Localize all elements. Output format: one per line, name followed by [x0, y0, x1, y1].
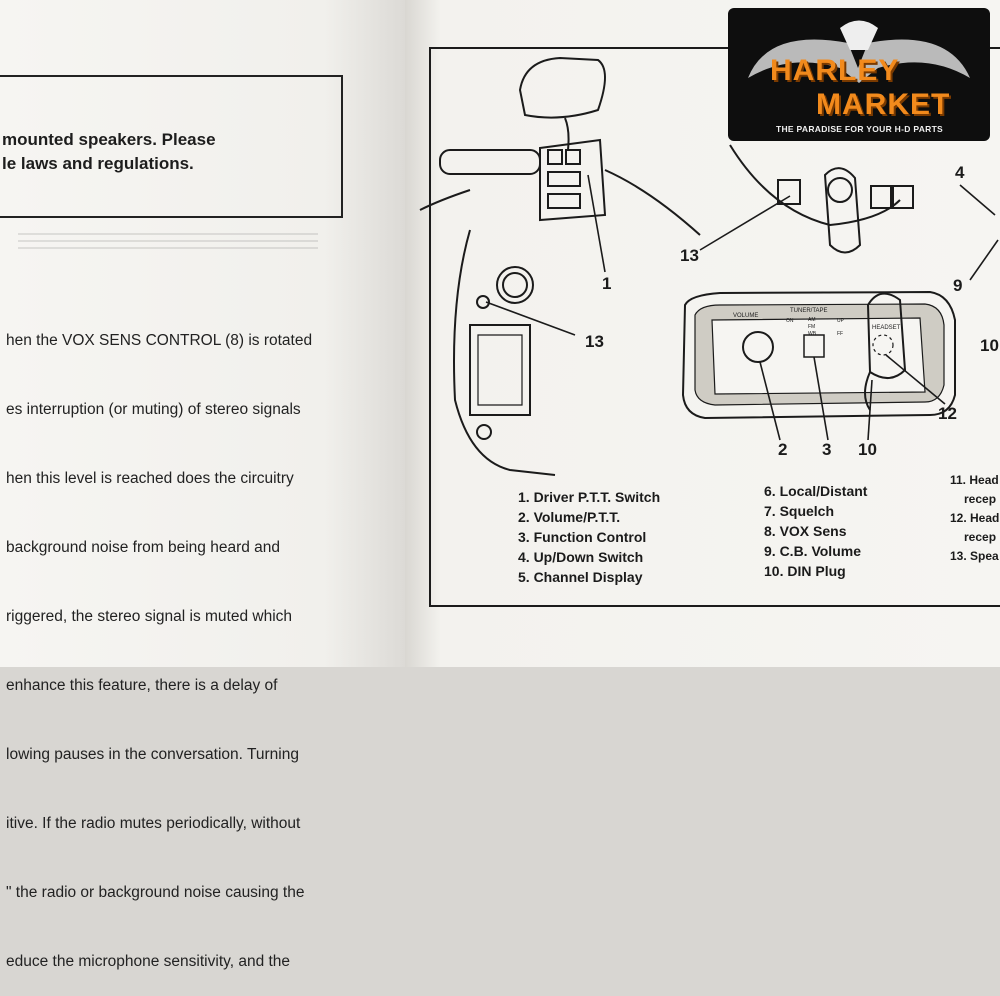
leader-lines — [485, 174, 999, 441]
body-line: itive. If the radio mutes periodically, … — [6, 815, 301, 832]
body-line: background noise from being heard and — [6, 539, 281, 556]
left-manual-page — [0, 0, 405, 667]
body-line: es interruption (or muting) of stereo si… — [6, 401, 301, 418]
legend-item: 10. DIN Plug — [764, 563, 846, 579]
panel-label-up: UP — [837, 318, 844, 324]
fairing-top-illustration — [729, 144, 914, 254]
callout-10-right: 10 — [980, 336, 999, 355]
legend-item: 12. Head — [950, 511, 1000, 525]
legend-item: 1. Driver P.T.T. Switch — [518, 489, 661, 505]
body-line: educe the microphone sensitivity, and th… — [6, 953, 291, 970]
legend-item: 3. Function Control — [518, 529, 647, 545]
callout-13-speaker-top: 13 — [680, 246, 699, 265]
body-line: hen the VOX SENS CONTROL (8) is rotated — [6, 332, 313, 349]
logo-text-harley: HARLEY — [770, 54, 900, 87]
panel-label-am: AM — [808, 317, 816, 323]
legend-item: 5. Channel Display — [518, 569, 643, 585]
panel-label-ff: FF — [837, 331, 844, 337]
warning-text: mounted speakers. Please le laws and regu… — [2, 128, 216, 176]
callout-1: 1 — [602, 274, 612, 293]
warning-line: le laws and regulations. — [2, 154, 194, 173]
legend-item: 4. Up/Down Switch — [518, 549, 644, 565]
warning-line: mounted speakers. Please — [2, 130, 216, 149]
callout-9: 9 — [953, 276, 963, 295]
logo-tagline: THE PARADISE FOR YOUR H-D PARTS — [776, 124, 944, 134]
legend-item: 6. Local/Distant — [764, 483, 868, 499]
panel-label-fm: FM — [808, 324, 816, 330]
legend-item: 11. Head — [950, 473, 999, 487]
warning-box — [0, 75, 343, 218]
body-line: riggered, the stereo signal is muted whi… — [6, 608, 293, 625]
legend-column-3: 11. Head recep 12. Head recep 13. Spea — [950, 471, 999, 566]
legend-item: 2. Volume/P.T.T. — [518, 509, 621, 525]
legend-item: 7. Squelch — [764, 503, 835, 519]
panel-label-volume: VOLUME — [733, 313, 759, 319]
body-paragraph: hen the VOX SENS CONTROL (8) is rotated … — [6, 283, 312, 996]
panel-label-on: ON — [786, 318, 794, 324]
legend-column-2: 6. Local/Distant 7. Squelch 8. VOX Sens … — [764, 481, 867, 581]
mirror-illustration — [518, 56, 606, 151]
body-line: lowing pauses in the conversation. Turni… — [6, 746, 299, 763]
fairing-left-illustration — [453, 229, 556, 476]
body-line: enhance this feature, there is a delay o… — [6, 677, 278, 694]
legend-item: 9. C.B. Volume — [764, 543, 861, 559]
handlebar-illustration — [419, 138, 701, 236]
callout-12: 12 — [938, 404, 957, 423]
callout-3: 3 — [822, 440, 832, 459]
panel-label-headset: HEADSET — [872, 325, 901, 331]
legend-item: recep — [964, 492, 997, 506]
legend-item: 8. VOX Sens — [764, 523, 847, 539]
callout-13-speaker-left: 13 — [585, 332, 604, 351]
harley-market-logo: HARLEY MARKET THE PARADISE FOR YOUR H-D … — [728, 8, 990, 141]
body-line: hen this level is reached does the circu… — [6, 470, 294, 487]
show-through-text — [18, 228, 318, 268]
legend-column-1: 1. Driver P.T.T. Switch 2. Volume/P.T.T.… — [518, 487, 660, 587]
legend-item: recep — [964, 530, 997, 544]
radio-panel-illustration — [681, 290, 956, 420]
callout-4: 4 — [955, 163, 965, 182]
callout-10: 10 — [858, 440, 877, 459]
logo-text-market: MARKET — [816, 88, 951, 121]
panel-label-tuner: TUNER/TAPE — [790, 308, 828, 314]
eagle-wings-icon — [748, 20, 970, 83]
legend-item: 13. Spea — [950, 549, 999, 563]
panel-label-wb: WB — [808, 331, 817, 337]
radio-controls-diagram — [419, 56, 999, 476]
body-line: " the radio or background noise causing … — [6, 884, 305, 901]
diagram-frame — [429, 47, 1000, 607]
callout-2: 2 — [778, 440, 788, 459]
